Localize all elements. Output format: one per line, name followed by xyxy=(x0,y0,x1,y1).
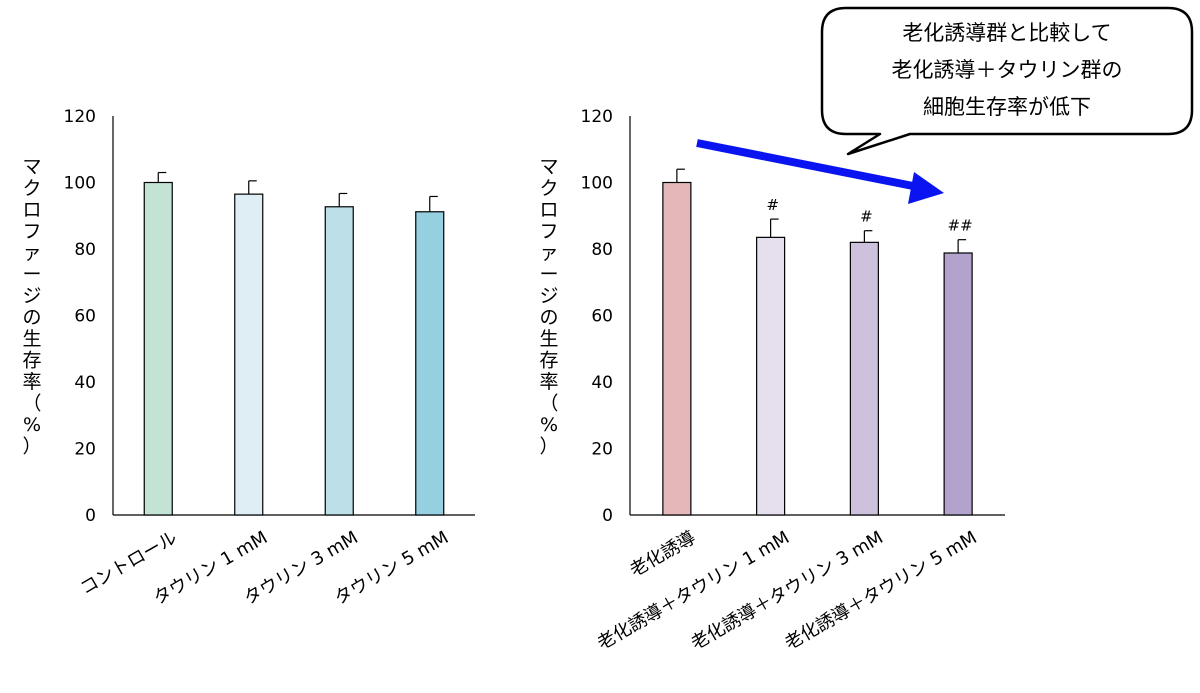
y-axis-label-char: ク xyxy=(22,178,41,200)
y-axis-label-char: ジ xyxy=(22,285,41,307)
y-axis-label-char: ァ xyxy=(22,242,41,264)
y-tick-label: 40 xyxy=(591,373,613,393)
y-tick-label: 60 xyxy=(74,307,96,327)
y-tick-label: 60 xyxy=(591,307,613,327)
y-axis-label-char: 生 xyxy=(539,328,558,350)
y-tick-label: 80 xyxy=(74,240,96,260)
y-axis-label-char: （ xyxy=(539,393,558,415)
y-axis-label-char: 存 xyxy=(22,350,41,372)
y-axis-label-char: フ xyxy=(22,221,41,243)
callout-bubble: 老化誘導群と比較して 老化誘導＋タウリン群の 細胞生存率が低下 xyxy=(820,6,1194,156)
significance-mark: # xyxy=(766,196,779,214)
bar xyxy=(324,206,354,516)
y-axis-label-char: ー xyxy=(22,264,41,286)
y-axis-label-char: ァ xyxy=(539,242,558,264)
callout-line-3: 細胞生存率が低下 xyxy=(923,95,1091,119)
significance-mark: ## xyxy=(948,217,973,235)
y-axis-label-char: ジ xyxy=(539,285,558,307)
y-tick-label: 20 xyxy=(74,440,96,460)
y-tick-label: 20 xyxy=(591,440,613,460)
significance-mark: # xyxy=(860,208,873,226)
y-axis-label: マクロファージの生存率（%） xyxy=(22,156,41,458)
callout-line-1: 老化誘導群と比較して xyxy=(902,21,1111,45)
callout-line-2: 老化誘導＋タウリン群の xyxy=(892,58,1123,82)
y-axis-label-char: ー xyxy=(539,264,558,286)
y-axis-label-char: マ xyxy=(22,156,41,178)
y-axis-label-char: の xyxy=(539,307,558,329)
y-axis-label-char: 生 xyxy=(22,328,41,350)
y-axis-label: マクロファージの生存率（%） xyxy=(539,156,558,458)
y-axis-label-char: フ xyxy=(539,221,558,243)
y-axis-label-char: マ xyxy=(539,156,558,178)
bar xyxy=(234,193,264,516)
y-axis-label-char: 存 xyxy=(539,350,558,372)
trend-arrow xyxy=(696,139,944,204)
y-tick-label: 100 xyxy=(64,174,96,194)
y-axis-label-char: 率 xyxy=(22,371,41,393)
y-axis-label-char: ロ xyxy=(539,199,558,221)
y-axis-label-char: ） xyxy=(539,436,558,458)
y-tick-label: 40 xyxy=(74,373,96,393)
y-tick-label: 120 xyxy=(64,107,96,127)
y-axis-label-char: （ xyxy=(22,393,41,415)
y-tick-label: 0 xyxy=(602,506,613,526)
bar xyxy=(756,236,786,516)
y-axis-label-char: % xyxy=(540,414,558,436)
y-axis-label-char: ） xyxy=(22,436,41,458)
y-axis-label-char: ロ xyxy=(22,199,41,221)
y-tick-label: 80 xyxy=(591,240,613,260)
bar xyxy=(143,181,173,516)
y-tick-label: 120 xyxy=(581,107,613,127)
category-label: 老化誘導 xyxy=(627,527,700,581)
bar xyxy=(415,211,445,516)
y-tick-label: 100 xyxy=(581,174,613,194)
y-axis-label-char: % xyxy=(23,414,41,436)
bar xyxy=(943,252,973,516)
chart-control-taurine: 020406080100120マクロファージの生存率（%）コントロールタウリン … xyxy=(22,107,475,609)
bar xyxy=(849,241,879,516)
y-axis-label-char: 率 xyxy=(539,371,558,393)
bar xyxy=(662,181,692,516)
y-axis-label-char: の xyxy=(22,307,41,329)
y-tick-label: 0 xyxy=(85,506,96,526)
y-axis-label-char: ク xyxy=(539,178,558,200)
